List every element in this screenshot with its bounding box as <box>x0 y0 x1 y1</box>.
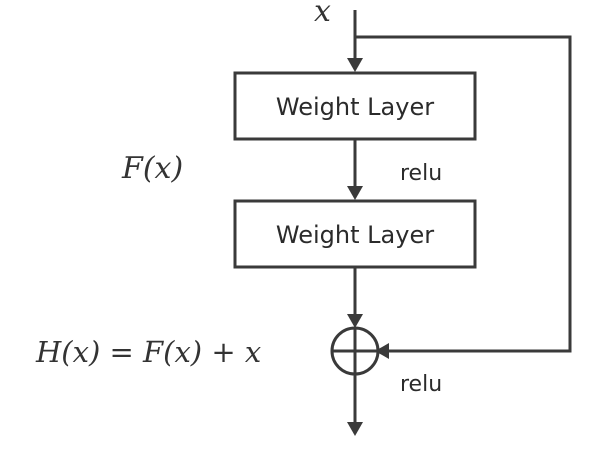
weight-layer-1-label: Weight Layer <box>276 93 434 121</box>
relu-label-2: relu <box>400 372 442 397</box>
input-arrow-head <box>347 58 363 72</box>
output-equation: H(x) = F(x) + x <box>35 335 261 369</box>
input-label: x <box>314 0 331 29</box>
weight-layer-1 <box>233 71 477 141</box>
skip-connection-arrow-head <box>375 343 389 359</box>
output-arrow-head <box>347 422 363 436</box>
skip-connection-line <box>355 35 572 353</box>
residual-function-label: F(x) <box>121 151 183 186</box>
to-adder-arrow-head <box>347 314 363 328</box>
relu-label-1: relu <box>400 161 442 186</box>
sum-node-icon <box>330 326 380 376</box>
inner-arrow-head <box>347 186 363 200</box>
weight-layer-2-label: Weight Layer <box>276 221 434 249</box>
